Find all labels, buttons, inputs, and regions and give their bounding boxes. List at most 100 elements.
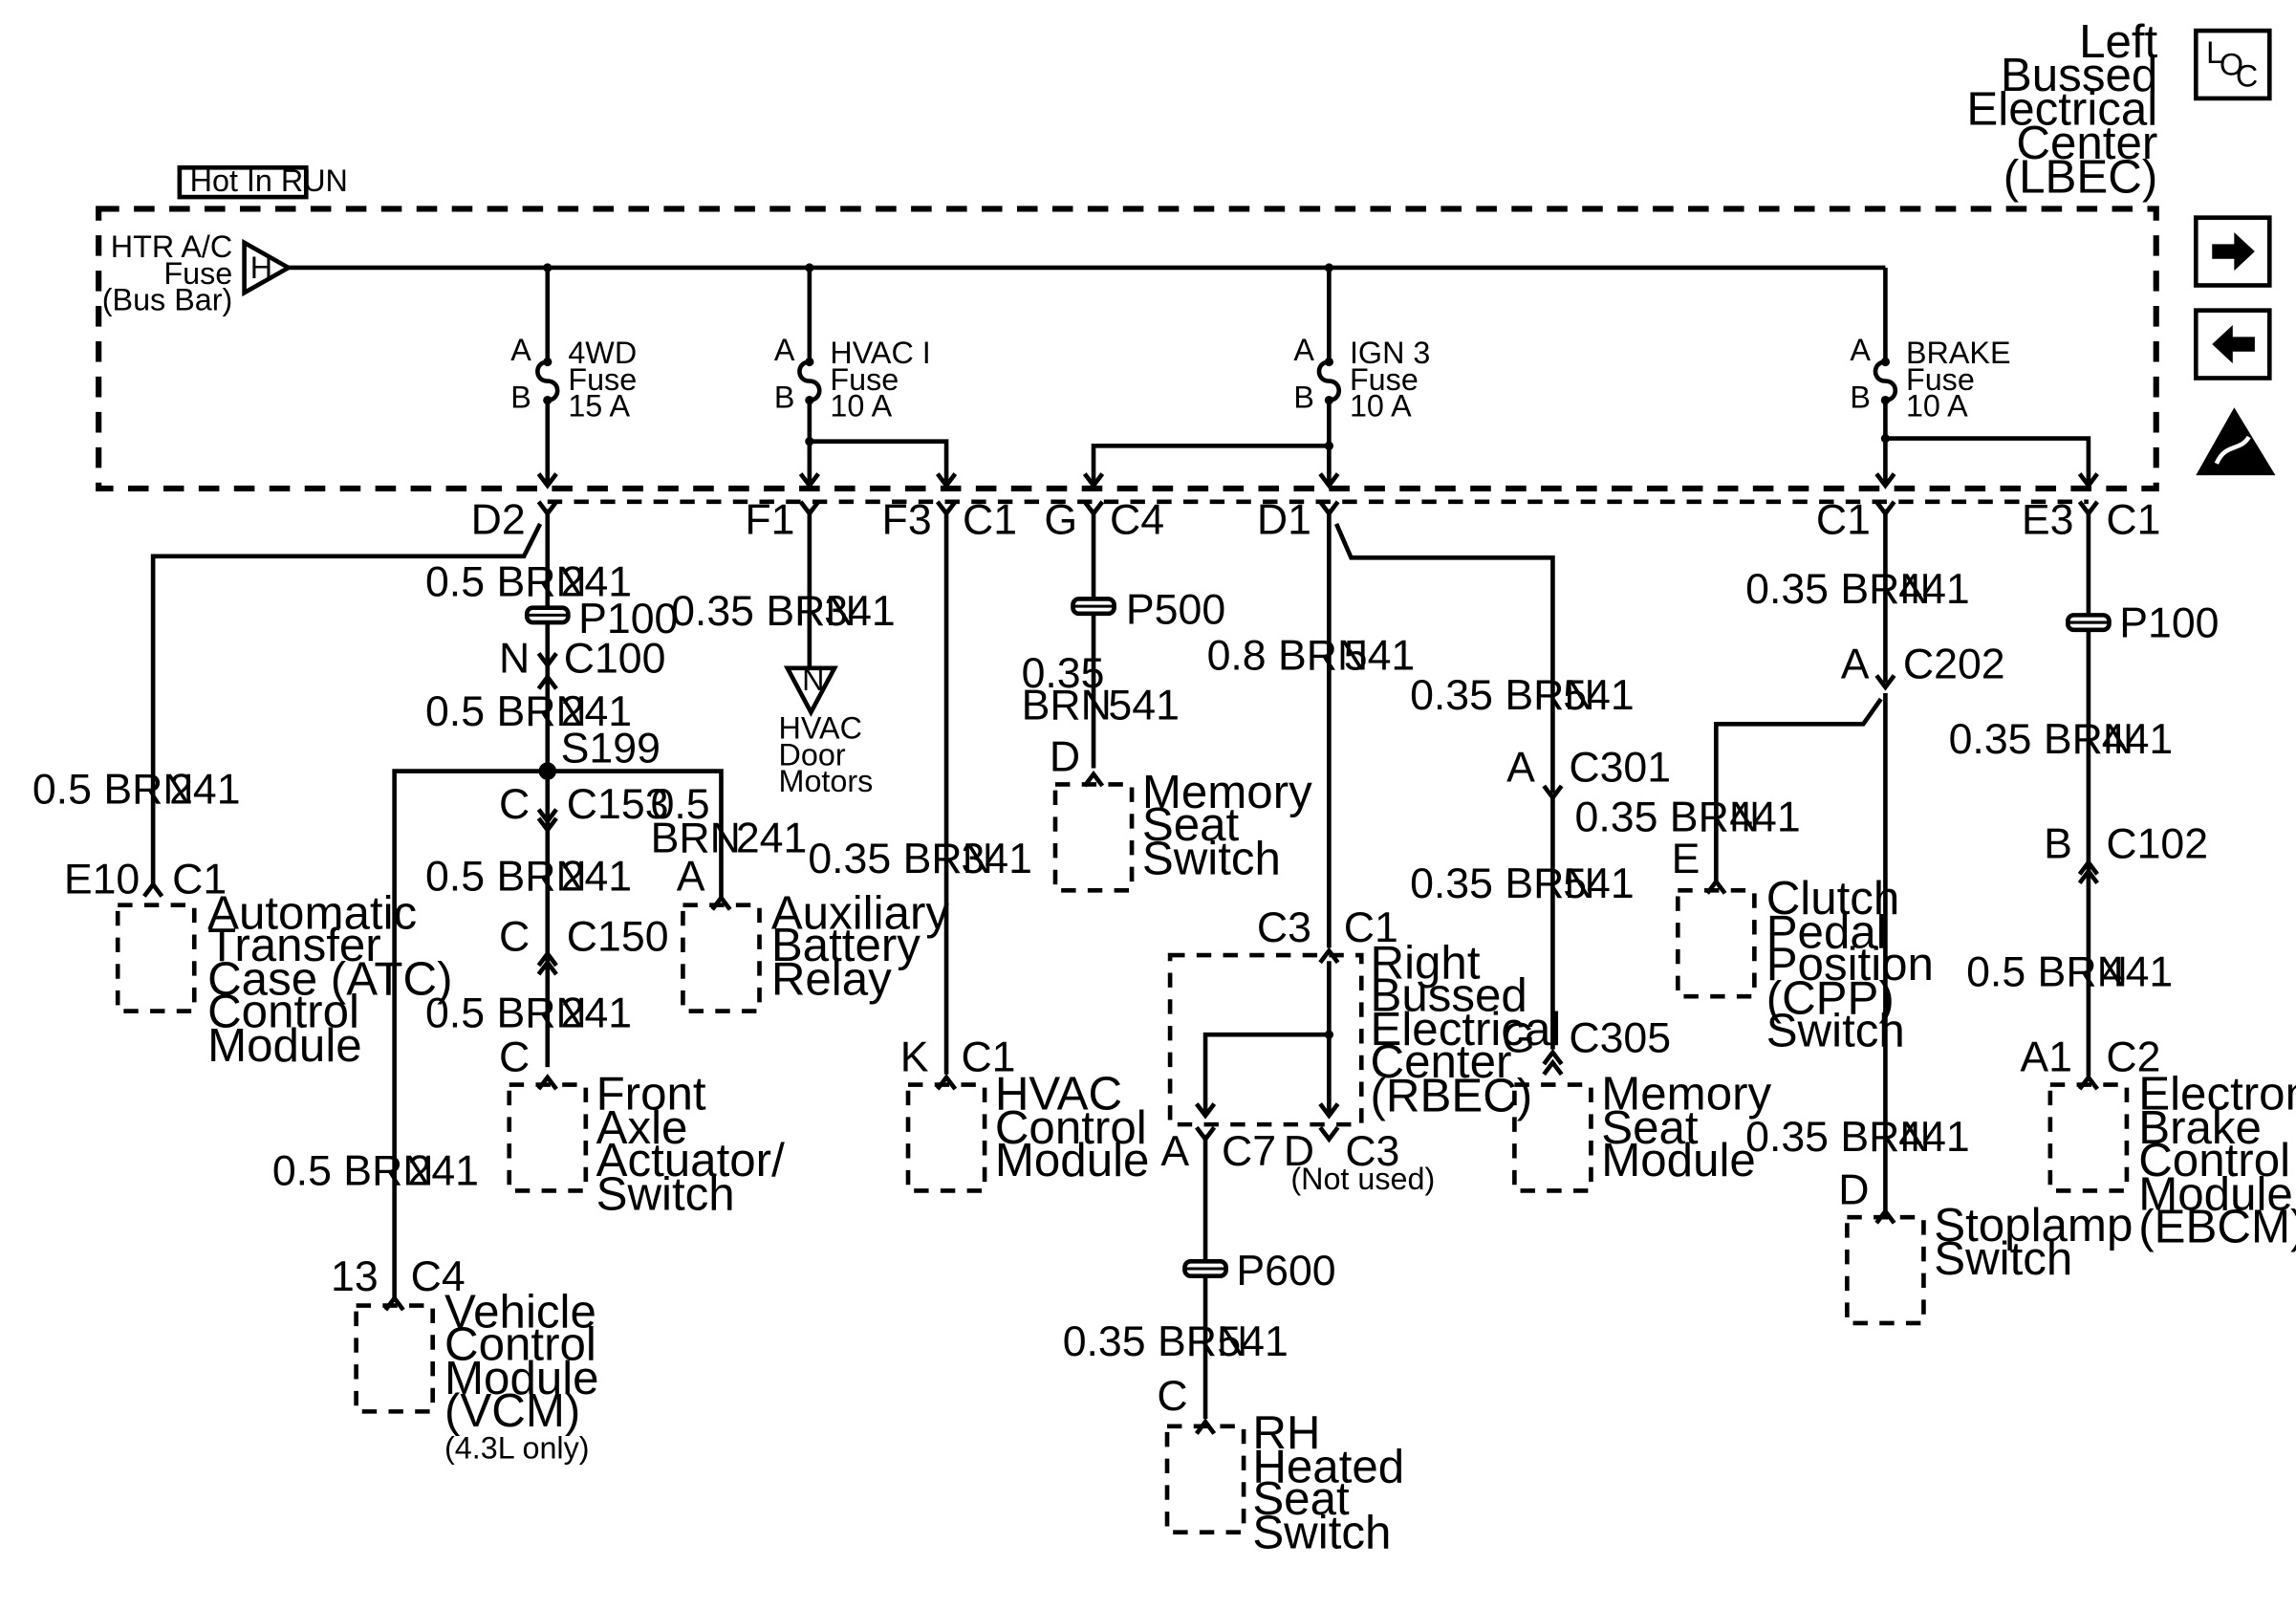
svg-text:0.5 BRN: 0.5 BRN	[32, 766, 194, 813]
svg-text:241: 241	[408, 1147, 479, 1194]
svg-text:C3: C3	[1345, 1128, 1399, 1175]
vehicle-control-module: 13 C4 Vehicle Control Module (VCM) (4.3L…	[331, 1253, 599, 1466]
svg-text:E10: E10	[64, 856, 140, 903]
svg-text:P100: P100	[2119, 599, 2219, 646]
svg-text:HVAC: HVAC	[779, 711, 862, 746]
svg-text:Clutch: Clutch	[1766, 872, 1900, 925]
svg-text:Hot In RUN: Hot In RUN	[190, 163, 348, 198]
cpp-switch: Clutch Pedal Position (CPP) Switch	[1675, 872, 1934, 1057]
svg-text:H: H	[250, 250, 272, 285]
svg-text:HTR A/C: HTR A/C	[111, 229, 233, 264]
svg-text:241: 241	[561, 853, 632, 900]
circuit-341: F1 0.35 BRN 341 N F3 C1 0.35 BRN 341 K C…	[671, 497, 1032, 1089]
svg-text:Module: Module	[1601, 1134, 1756, 1186]
svg-text:HVAC: HVAC	[995, 1068, 1122, 1120]
svg-text:(4.3L only): (4.3L only)	[444, 1431, 590, 1466]
svg-text:Motors: Motors	[779, 764, 874, 798]
svg-text:0.5 BRN: 0.5 BRN	[272, 1147, 434, 1194]
svg-text:Switch: Switch	[1766, 1005, 1905, 1057]
svg-text:241: 241	[169, 766, 240, 813]
circuit-441: C1 0.35 BRN 441 A C202 0.35 BRN 441 E 0.…	[1575, 497, 2219, 1224]
htr-ac-fuse-bus-bar: HTR A/C Fuse (Bus Bar) H	[102, 229, 1886, 317]
svg-text:10 A: 10 A	[1906, 389, 1968, 424]
svg-text:Seat: Seat	[1142, 798, 1240, 851]
svg-text:Bussed: Bussed	[1371, 969, 1527, 1022]
svg-text:241: 241	[736, 815, 807, 861]
svg-text:Left: Left	[2079, 15, 2157, 68]
svg-text:C4: C4	[1110, 497, 1164, 544]
svg-text:441: 441	[1729, 794, 1800, 841]
svg-text:Battery: Battery	[771, 919, 921, 971]
svg-text:541: 541	[1563, 672, 1634, 719]
svg-text:Pedal: Pedal	[1766, 905, 1887, 958]
svg-text:(VCM): (VCM)	[444, 1384, 580, 1437]
svg-text:Position: Position	[1766, 938, 1934, 990]
svg-text:HVAC I: HVAC I	[830, 336, 930, 370]
svg-text:C: C	[1157, 1373, 1187, 1420]
hvac-door-motors: HVAC Door Motors	[779, 711, 874, 798]
svg-text:Control: Control	[444, 1317, 596, 1370]
memory-seat-module: Memory Seat Module	[1512, 1068, 1772, 1193]
svg-text:A: A	[774, 333, 795, 367]
svg-text:Switch: Switch	[596, 1167, 735, 1220]
svg-text:D2: D2	[471, 497, 526, 544]
svg-text:Front: Front	[596, 1068, 706, 1120]
svg-text:Stoplamp: Stoplamp	[1934, 1199, 2133, 1251]
svg-text:C1: C1	[1344, 904, 1398, 951]
svg-text:Electrical: Electrical	[1371, 1003, 1562, 1055]
svg-text:A: A	[1506, 744, 1535, 791]
svg-text:B: B	[1850, 380, 1871, 414]
svg-text:A1: A1	[2020, 1034, 2072, 1081]
svg-text:541: 541	[1108, 683, 1179, 729]
svg-text:G: G	[1044, 497, 1077, 544]
fuse-4wd: A B 4WD Fuse 15 A	[510, 267, 637, 486]
svg-text:0.5 BRN: 0.5 BRN	[1966, 948, 2128, 995]
svg-text:D: D	[1838, 1166, 1869, 1213]
svg-text:0.5 BRN: 0.5 BRN	[425, 558, 587, 605]
svg-text:Relay: Relay	[771, 953, 892, 1006]
svg-text:241: 241	[561, 990, 632, 1037]
svg-text:0.35 BRN: 0.35 BRN	[1745, 566, 1931, 613]
svg-text:Right: Right	[1371, 937, 1481, 990]
svg-text:341: 341	[824, 588, 895, 635]
previous-page-arrow-icon[interactable]	[2193, 308, 2272, 381]
svg-text:Control: Control	[207, 986, 359, 1038]
fuse-hvac-i: A B HVAC I Fuse 10 A	[774, 267, 955, 486]
svg-text:A: A	[1841, 642, 1870, 688]
svg-text:RH: RH	[1252, 1406, 1320, 1459]
svg-text:Heated: Heated	[1252, 1440, 1404, 1492]
svg-text:D: D	[1050, 734, 1080, 781]
svg-text:L: L	[2206, 35, 2223, 70]
svg-text:241: 241	[561, 688, 632, 735]
lbec-title: Left Bussed Electrical Center (LBEC)	[1966, 15, 2157, 204]
next-page-arrow-icon[interactable]	[2193, 215, 2272, 288]
svg-text:C4: C4	[411, 1253, 466, 1300]
svg-text:10 A: 10 A	[1350, 389, 1412, 424]
svg-text:Switch: Switch	[1142, 832, 1281, 884]
svg-text:Electrical: Electrical	[1966, 83, 2157, 136]
hot-in-run-label: Hot In RUN	[177, 163, 348, 200]
svg-text:Fuse: Fuse	[1906, 362, 1975, 397]
svg-text:Memory: Memory	[1601, 1068, 1771, 1120]
right-bussed-electrical-center: Right Bussed Electrical Center (RBEC)	[1167, 937, 1562, 1127]
svg-text:Brake: Brake	[2138, 1101, 2262, 1154]
svg-text:C102: C102	[2106, 820, 2208, 867]
svg-text:C1: C1	[1816, 497, 1871, 544]
svg-text:Control: Control	[2138, 1134, 2290, 1186]
stoplamp-switch: Stoplamp Switch	[1845, 1199, 2133, 1326]
svg-text:Fuse: Fuse	[568, 362, 637, 397]
svg-text:Module: Module	[2138, 1167, 2293, 1220]
svg-text:4WD: 4WD	[568, 336, 637, 370]
svg-text:D1: D1	[1257, 497, 1311, 544]
svg-text:S199: S199	[561, 725, 661, 772]
svg-text:13: 13	[331, 1253, 379, 1300]
svg-text:Electronic: Electronic	[2138, 1068, 2296, 1120]
svg-text:P500: P500	[1126, 587, 1225, 634]
rh-heated-seat-switch: RH Heated Seat Switch	[1164, 1406, 1404, 1559]
svg-text:A: A	[510, 333, 531, 367]
svg-text:B: B	[1293, 380, 1314, 414]
svg-text:O: O	[2220, 47, 2243, 81]
svg-text:0.35 BRN: 0.35 BRN	[1949, 716, 2134, 763]
svg-text:Door: Door	[779, 737, 846, 772]
esd-warning-icon	[2196, 407, 2276, 476]
